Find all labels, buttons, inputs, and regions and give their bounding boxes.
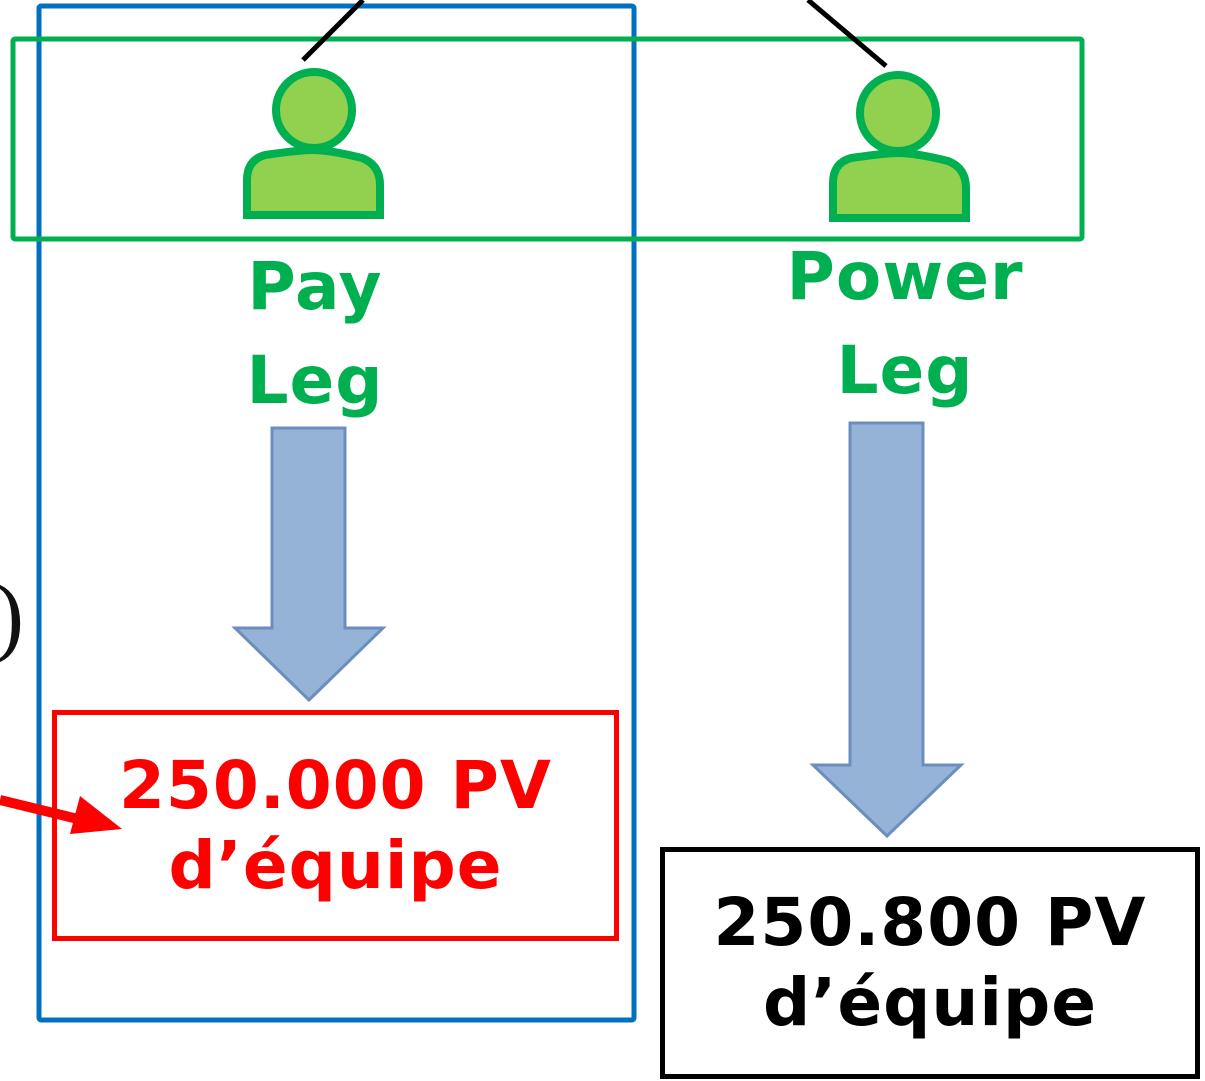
- power-down-arrow: [809, 421, 965, 839]
- pay-leg-label: Pay Leg: [190, 240, 440, 428]
- red-pointer-arrow: [0, 795, 122, 834]
- power-pv-unit: d’équipe: [763, 964, 1097, 1041]
- paren-fragment: ): [0, 570, 27, 670]
- pay-leg-frame: [36, 3, 637, 1023]
- power-pv-value: 250.800 PV: [713, 884, 1147, 961]
- pay-leg-label-line2: Leg: [246, 342, 384, 419]
- pay-pv-value: 250.000 PV: [118, 746, 553, 824]
- power-connector-line: [806, 0, 888, 68]
- persons-frame: [10, 36, 1085, 242]
- power-leg-label: Power Leg: [760, 230, 1050, 418]
- power-leg-label-line1: Power: [786, 238, 1024, 315]
- pay-down-arrow: [231, 426, 387, 703]
- pay-person-icon: [243, 68, 384, 219]
- pay-leg-label-line1: Pay: [247, 248, 383, 325]
- power-pv-box: 250.800 PV d’équipe: [660, 847, 1200, 1079]
- power-leg-label-line2: Leg: [836, 332, 974, 409]
- pay-pv-box: 250.000 PV d’équipe: [52, 710, 619, 941]
- pay-connector-line: [301, 0, 365, 62]
- pay-pv-unit: d’équipe: [168, 826, 503, 904]
- power-person-icon: [829, 71, 970, 222]
